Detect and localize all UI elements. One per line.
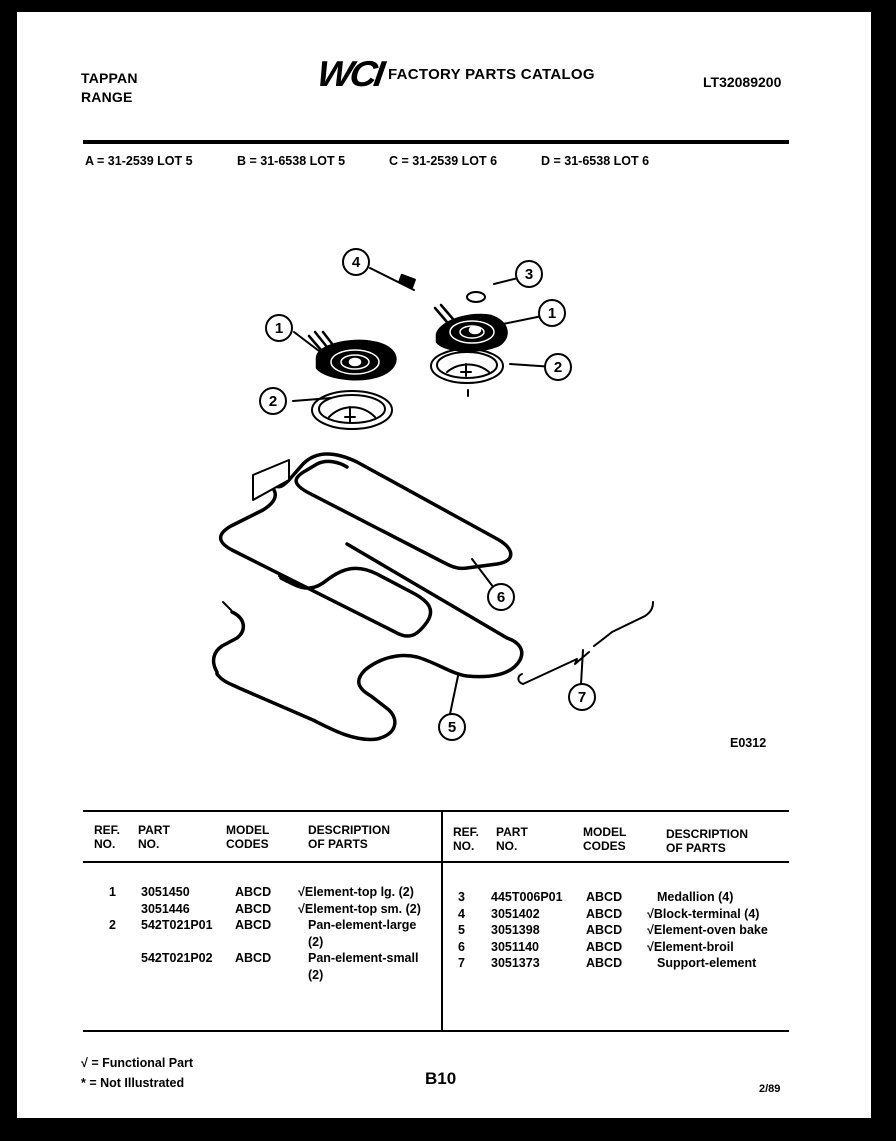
page-number: B10 — [425, 1069, 457, 1088]
catalog-number: LT32089200 — [703, 74, 782, 90]
table-row: 3051373 — [491, 956, 540, 970]
functional-check: √ — [647, 923, 654, 937]
table-row: 3051398 — [491, 923, 540, 937]
svg-text:1: 1 — [275, 320, 283, 337]
catalog-title: FACTORY PARTS CATALOG — [387, 65, 595, 83]
table-row: 3051450 — [141, 885, 190, 899]
revision-date: 2/89 — [759, 1083, 781, 1095]
table-center-divider — [441, 810, 443, 1030]
legend-functional: √ = Functional Part — [81, 1056, 194, 1070]
drip-pan-large — [311, 390, 393, 430]
svg-text:1: 1 — [548, 305, 556, 322]
table-bottom-rule — [83, 1030, 789, 1032]
broil-element — [218, 452, 513, 638]
model-lot-b: B = 31-6538 LOT 5 — [237, 154, 346, 168]
block-terminal — [398, 273, 416, 289]
surface-element-large — [307, 330, 397, 381]
functional-check: √ — [647, 906, 654, 921]
table-top-rule — [83, 810, 789, 812]
table-row: 542T021P02 — [141, 951, 213, 965]
brand-name: TAPPAN — [81, 70, 138, 86]
legend-not-illustrated: * = Not Illustrated — [81, 1076, 185, 1090]
left-model-col: ABCD ABCD ABCD ABCD — [235, 885, 272, 965]
right-model-col: ABCD ABCD ABCD ABCD ABCD — [586, 890, 623, 970]
svg-text:2: 2 — [554, 359, 562, 376]
model-lot-list: A = 31-2539 LOT 5 B = 31-6538 LOT 5 C = … — [85, 154, 649, 168]
diagram-code: E0312 — [730, 736, 767, 750]
table-row: 3051140 — [491, 939, 539, 954]
exploded-parts-diagram: 4 3 1 2 1 2 6 5 7 — [211, 248, 654, 742]
left-ref-col: 1 2 — [109, 885, 116, 932]
product-type: RANGE — [81, 89, 133, 105]
bake-element — [211, 542, 524, 742]
svg-text:3: 3 — [525, 266, 533, 283]
legend: √ = Functional Part * = Not Illustrated — [81, 1053, 193, 1093]
right-part-col: 445T006P01 3051402 3051398 3051140 30513… — [491, 889, 563, 972]
header-ref-no: REF.NO. — [94, 823, 121, 851]
svg-text:2: 2 — [269, 393, 277, 410]
catalog-heading: WCI FACTORY PARTS CATALOG — [315, 53, 595, 94]
table-row: 542T021P01 — [141, 918, 213, 932]
table-row: 3051402 — [491, 906, 540, 921]
support-element — [517, 601, 654, 685]
table-row: 445T006P01 — [491, 890, 563, 904]
surface-element-small — [433, 303, 508, 352]
table-row: 3051446 — [141, 901, 190, 916]
callout-circles — [259, 248, 596, 741]
right-desc-col: Medallion (4) √Block-terminal (4) √Eleme… — [647, 890, 768, 970]
model-lot-c: C = 31-2539 LOT 6 — [389, 154, 498, 168]
left-part-col: 3051450 3051446 542T021P01 542T021P02 — [141, 884, 213, 967]
medallion — [466, 291, 486, 303]
functional-check: √ — [647, 939, 654, 954]
header-ref-no-right: REF.NO. — [453, 825, 480, 853]
model-lot-a: A = 31-2539 LOT 5 — [85, 154, 193, 168]
table-header-rule — [83, 861, 789, 863]
catalog-page: TAPPAN RANGE WCI FACTORY PARTS CATALOG L… — [17, 12, 871, 1118]
drip-pan-small — [430, 348, 504, 397]
svg-text:5: 5 — [448, 719, 456, 736]
svg-text:6: 6 — [497, 589, 505, 606]
header-rule — [83, 140, 789, 144]
functional-check: √ — [298, 901, 305, 916]
brand-block: TAPPAN RANGE — [81, 69, 138, 107]
svg-text:7: 7 — [578, 689, 586, 706]
right-ref-col: 3 4 5 6 7 — [458, 890, 465, 970]
functional-check: √ — [298, 885, 305, 899]
left-desc-col: √Element-top lg. (2) √Element-top sm. (2… — [298, 885, 421, 982]
callout-numbers: 4 3 1 2 1 2 6 5 7 — [269, 254, 586, 736]
svg-text:4: 4 — [352, 254, 361, 271]
model-lot-d: D = 31-6538 LOT 6 — [541, 154, 650, 168]
